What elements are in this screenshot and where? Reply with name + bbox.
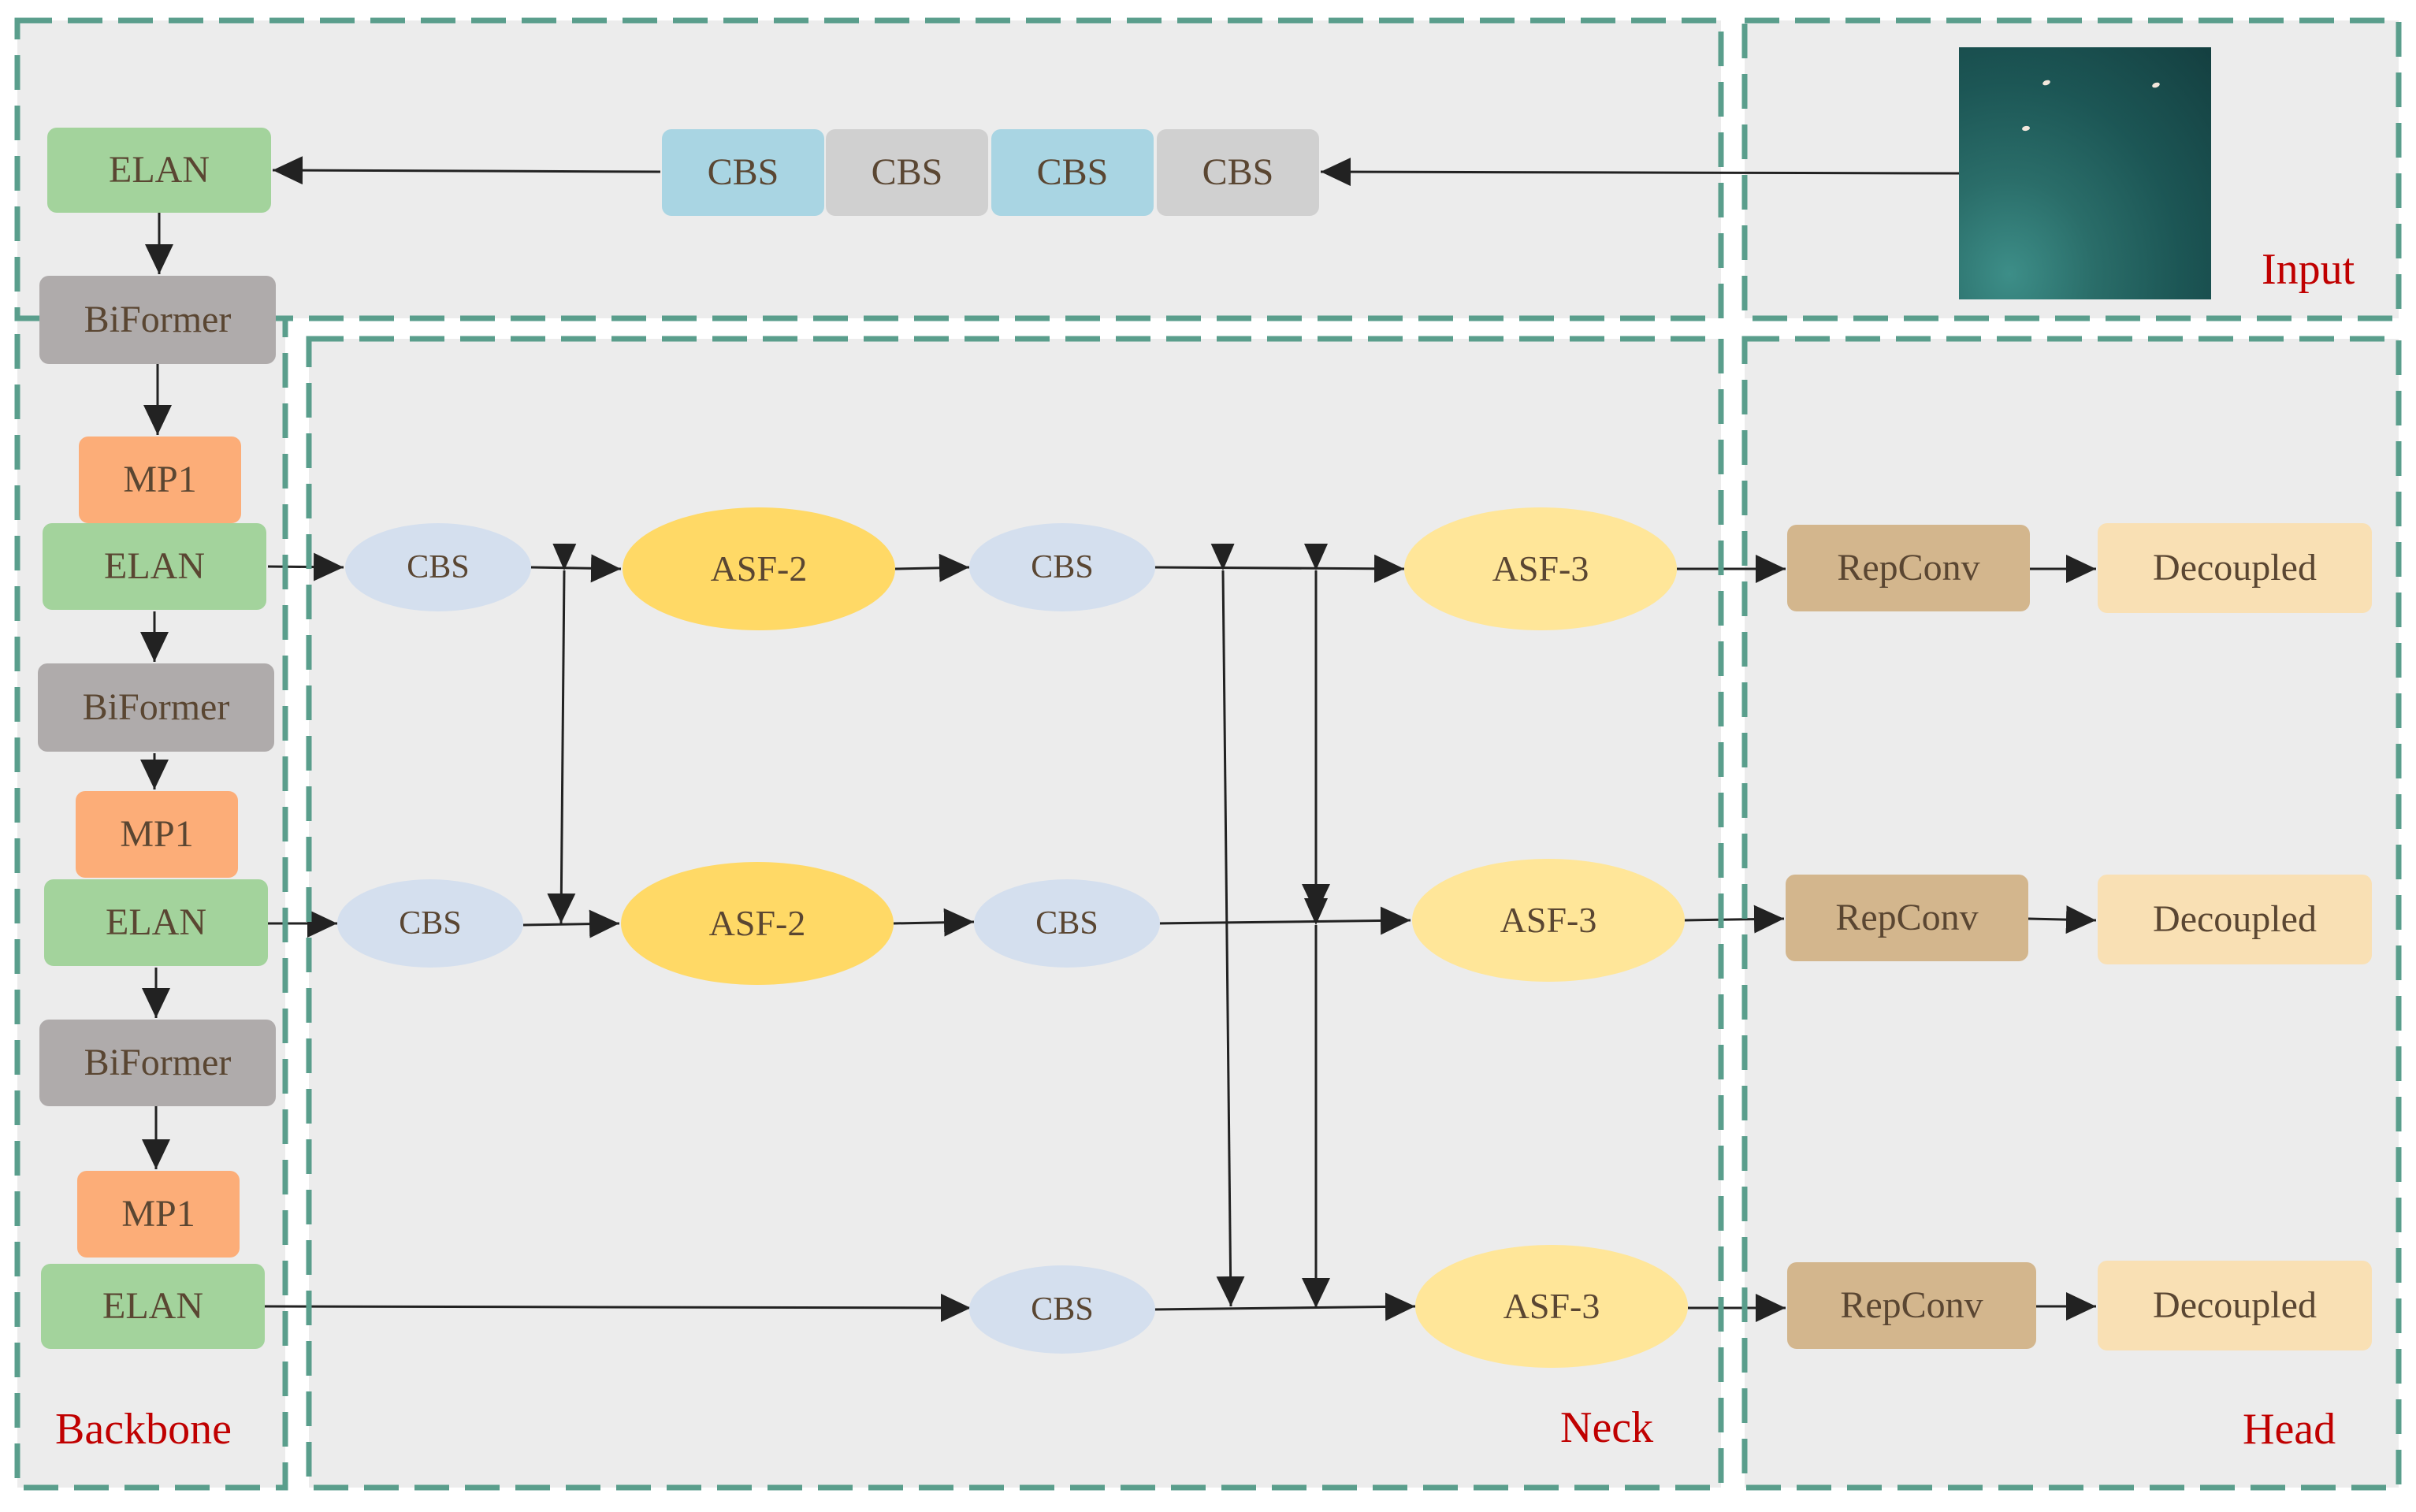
arrow-elan4-to-cbs bbox=[264, 1293, 972, 1322]
neck-asf2-row1: ASF-2 bbox=[623, 507, 895, 630]
arrow-cbs-to-asf2-row2 bbox=[522, 909, 620, 938]
arrow-asf2-to-cbs-row1 bbox=[894, 553, 970, 582]
head-repconv-row2: RepConv bbox=[1786, 875, 2028, 961]
backbone-elan-3: ELAN bbox=[44, 879, 268, 966]
backbone-region-label: Backbone bbox=[55, 1405, 232, 1454]
neck-cbs-row2-mid: CBS bbox=[974, 879, 1160, 968]
neck-asf2-row2: ASF-2 bbox=[621, 862, 894, 985]
arrow-cbs-to-asf2-row1 bbox=[530, 554, 622, 583]
arrow-cbs-to-asf3-row3 bbox=[1151, 1292, 1416, 1321]
backbone-mp1-3: MP1 bbox=[77, 1171, 240, 1258]
neck-cbs-row1-mid: CBS bbox=[969, 523, 1155, 611]
head-repconv-row3: RepConv bbox=[1787, 1262, 2036, 1349]
backbone-biformer-2: BiFormer bbox=[38, 663, 274, 752]
stem-cbs-3: CBS bbox=[991, 129, 1154, 216]
arrow-input-to-stem bbox=[1320, 158, 1960, 187]
arrow-cbs-to-asf3-row2 bbox=[1156, 906, 1411, 935]
backbone-elan-4: ELAN bbox=[41, 1264, 265, 1349]
backbone-mp1-1: MP1 bbox=[79, 437, 241, 523]
bidirectional-link-left bbox=[547, 543, 577, 924]
head-region-label: Head bbox=[2243, 1405, 2336, 1454]
backbone-elan-2: ELAN bbox=[43, 523, 266, 610]
backbone-mp1-2: MP1 bbox=[76, 791, 238, 878]
arrow-stem-to-elan bbox=[272, 156, 661, 185]
neck-asf3-row1: ASF-3 bbox=[1404, 507, 1677, 630]
bidirectional-link-long bbox=[1210, 543, 1245, 1307]
backbone-biformer-3: BiFormer bbox=[39, 1020, 276, 1106]
arrow-repconv-to-decoupled-row2 bbox=[2028, 905, 2097, 934]
arrow-asf3-to-repconv-row2 bbox=[1684, 905, 1785, 934]
head-decoupled-row3: Decoupled bbox=[2098, 1261, 2372, 1350]
stem-cbs-2: CBS bbox=[826, 129, 988, 216]
head-region-border bbox=[1741, 336, 2402, 1491]
neck-cbs-row3-mid: CBS bbox=[969, 1265, 1155, 1354]
neck-asf3-row3: ASF-3 bbox=[1415, 1245, 1688, 1368]
head-decoupled-row1: Decoupled bbox=[2098, 523, 2372, 613]
stem-cbs-1: CBS bbox=[662, 129, 824, 216]
input-image bbox=[1959, 47, 2211, 299]
neck-region-label: Neck bbox=[1560, 1403, 1654, 1452]
backbone-elan-1: ELAN bbox=[47, 128, 271, 213]
arrow-asf2-to-cbs-row2 bbox=[893, 908, 975, 937]
neck-cbs-row1-in: CBS bbox=[345, 523, 531, 611]
head-repconv-row1: RepConv bbox=[1787, 525, 2030, 611]
neck-region-border bbox=[306, 336, 1724, 1491]
input-region-border bbox=[1741, 17, 2402, 321]
arrow-cbs-to-asf3-row1 bbox=[1151, 554, 1405, 583]
input-region-label: Input bbox=[2262, 245, 2355, 294]
backbone-biformer-1: BiFormer bbox=[39, 276, 276, 364]
stem-cbs-4: CBS bbox=[1157, 129, 1319, 216]
top-region-border bbox=[14, 17, 1724, 321]
neck-cbs-row2-in: CBS bbox=[337, 879, 523, 968]
neck-asf3-row2: ASF-3 bbox=[1412, 859, 1685, 982]
head-decoupled-row2: Decoupled bbox=[2098, 875, 2372, 964]
